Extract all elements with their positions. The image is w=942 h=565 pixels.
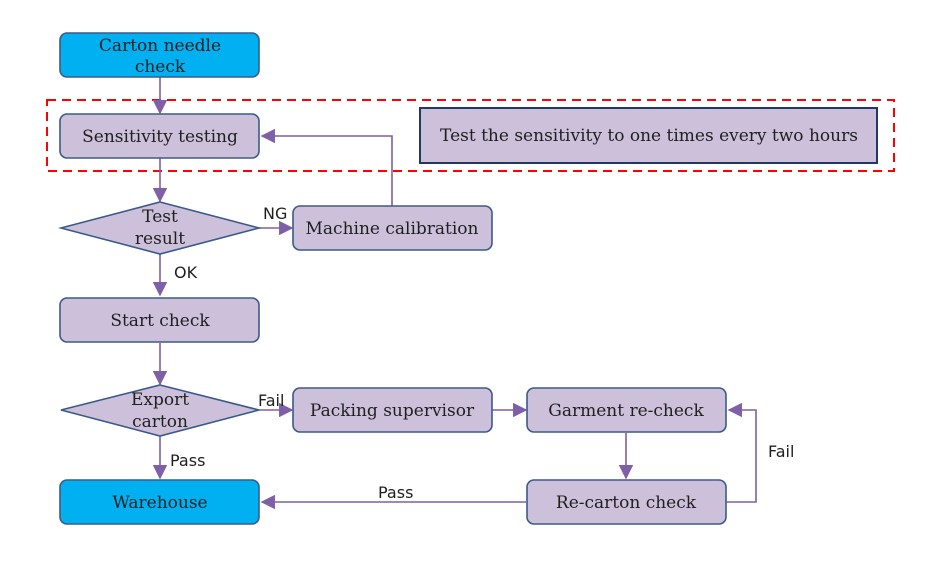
machine-calibration-label: Machine calibration — [306, 219, 479, 239]
edge-label-pass-recarton: Pass — [378, 483, 413, 502]
edge-label-ok: OK — [174, 263, 198, 282]
highlight-dashed-region — [46, 99, 895, 172]
export-carton-label-line-1: Export — [131, 390, 189, 410]
connectors — [152, 77, 757, 510]
packing-supervisor-label: Packing supervisor — [310, 401, 475, 421]
node-sensitivity-note: Test the sensitivity to one times every … — [419, 107, 878, 164]
edge-label-pass-export: Pass — [170, 451, 205, 470]
edge-calibration-to-sensitivity — [260, 128, 393, 206]
recarton-check-label: Re-carton check — [556, 493, 697, 513]
garment-recheck-label: Garment re-check — [548, 401, 704, 421]
node-start-check: Start check — [59, 297, 260, 343]
carton-needle-label-line-1: Carton needle — [99, 36, 221, 56]
node-carton-needle-check: Carton needle check — [59, 32, 260, 78]
test-result-label-line-1: Test — [142, 207, 178, 227]
node-test-result: Test result — [57, 201, 263, 255]
edge-recarton-to-garment — [726, 402, 757, 503]
start-check-label: Start check — [110, 311, 210, 331]
warehouse-label: Warehouse — [112, 493, 207, 513]
node-packing-supervisor: Packing supervisor — [292, 387, 493, 433]
node-garment-recheck: Garment re-check — [526, 387, 727, 433]
edge-label-ng: NG — [263, 204, 287, 223]
sensitivity-note-label: Test the sensitivity to one times every … — [440, 126, 858, 146]
edge-label-fail-recarton: Fail — [768, 442, 794, 461]
sensitivity-testing-label: Sensitivity testing — [82, 127, 238, 147]
carton-needle-label-line-2: check — [135, 57, 186, 77]
node-warehouse: Warehouse — [59, 479, 260, 525]
node-sensitivity-testing: Sensitivity testing — [59, 113, 260, 159]
node-machine-calibration: Machine calibration — [292, 205, 493, 251]
export-carton-label-line-2: carton — [132, 412, 188, 432]
node-recarton-check: Re-carton check — [526, 479, 727, 525]
test-result-label-line-2: result — [135, 229, 185, 249]
edge-label-fail-export: Fail — [258, 391, 284, 410]
node-export-carton: Export carton — [60, 384, 260, 437]
